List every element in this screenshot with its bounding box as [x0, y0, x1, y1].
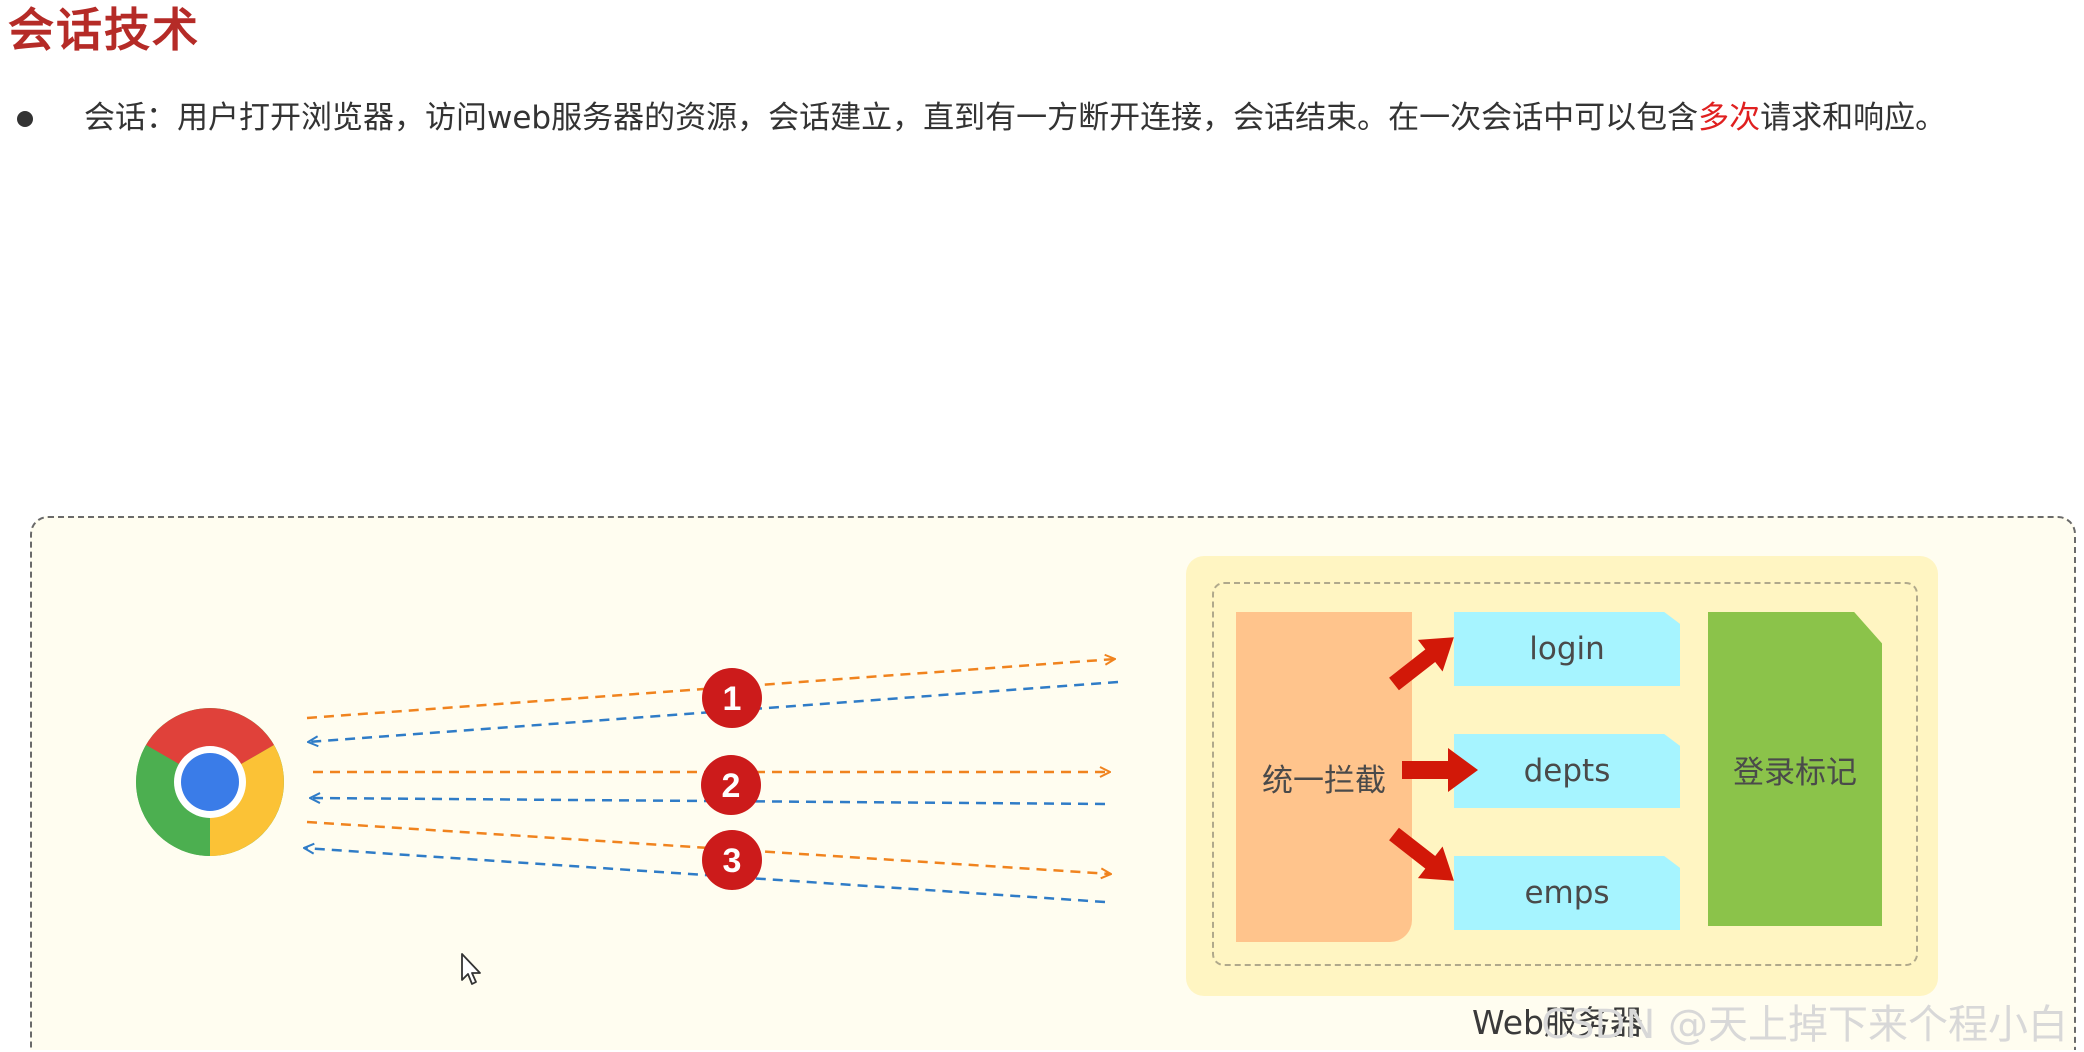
- web-server-label: Web服务器: [1472, 1003, 1643, 1042]
- step-badge-1: 1: [702, 668, 762, 728]
- step-number-2: 2: [722, 767, 741, 805]
- session-diagram: 1 2 3 统一拦截 login depts emps 登录标记: [30, 516, 2076, 1050]
- request-lines: 1 2 3: [136, 518, 1119, 985]
- dispatch-arrow-emps: [1389, 827, 1454, 881]
- response-line-3: [304, 848, 1106, 904]
- dispatch-arrow-depts: [1402, 748, 1478, 792]
- watermark: CSDN @天上掉下来个程小白: [1541, 1002, 2068, 1048]
- chrome-logo-icon: [136, 708, 284, 856]
- request-line-3: [306, 820, 1111, 874]
- page-title: 会话技术: [8, 3, 200, 57]
- step-badge-2: 2: [701, 755, 761, 815]
- definition-emphasis: 多次: [1698, 100, 1761, 136]
- definition-before: 会话：用户打开浏览器，访问web服务器的资源，会话建立，直到有一方断开连接，会话…: [84, 100, 1699, 136]
- resource-depts: depts: [1454, 734, 1680, 808]
- definition-after: 请求和响应。: [1760, 100, 1947, 136]
- bullet-icon: [17, 111, 33, 127]
- unified-intercept-block: 统一拦截: [1236, 612, 1412, 942]
- web-server-inner: 统一拦截 login depts emps 登录标记: [1212, 582, 1918, 966]
- step-number-1: 1: [723, 680, 742, 718]
- step-number-3: 3: [723, 842, 742, 880]
- dispatch-arrows: [1389, 637, 1478, 881]
- step-badge-3: 3: [702, 830, 762, 890]
- login-mark-block: 登录标记: [1708, 612, 1882, 926]
- mouse-pointer-icon: [461, 953, 481, 985]
- session-definition: 会话：用户打开浏览器，访问web服务器的资源，会话建立，直到有一方断开连接，会话…: [14, 94, 2084, 142]
- definition-text: 会话：用户打开浏览器，访问web服务器的资源，会话建立，直到有一方断开连接，会话…: [84, 94, 1946, 142]
- web-server-box: 统一拦截 login depts emps 登录标记: [1186, 556, 1938, 996]
- dispatch-arrow-login: [1389, 637, 1454, 691]
- resource-login: login: [1454, 612, 1680, 686]
- resource-emps: emps: [1454, 856, 1680, 930]
